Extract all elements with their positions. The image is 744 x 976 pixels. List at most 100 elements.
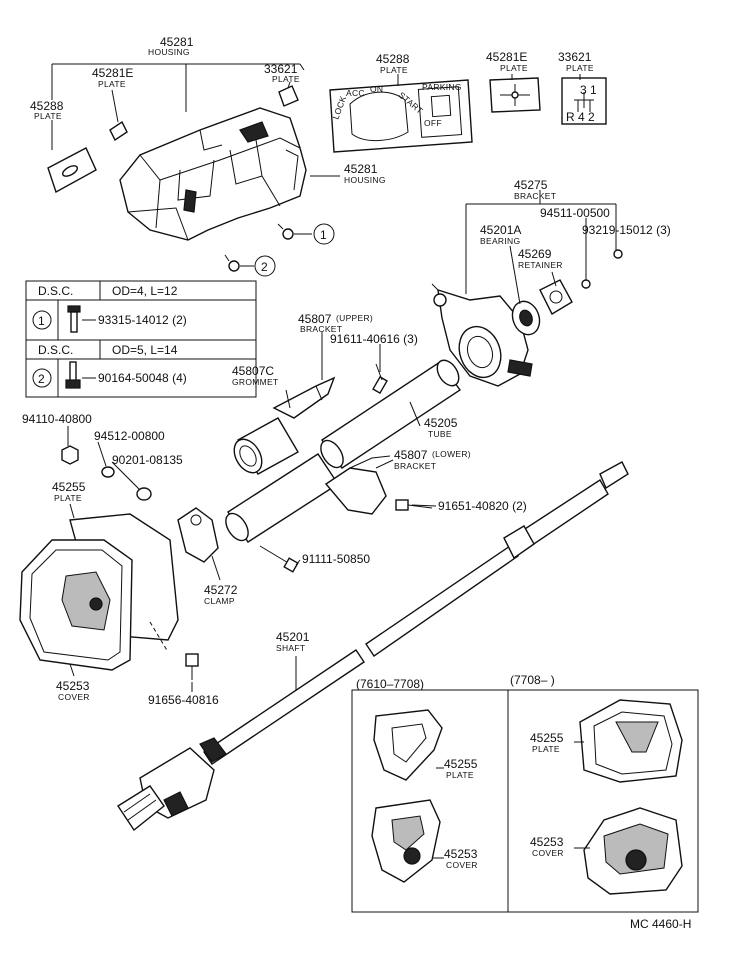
nut-94110-drawing bbox=[61, 445, 79, 465]
table-row1-dsc: D.S.C. bbox=[38, 284, 73, 298]
table-row1-part: 93315-14012 (2) bbox=[98, 313, 187, 327]
inset-plate-early-drawing bbox=[373, 709, 443, 781]
table-row1-screw-icon bbox=[67, 305, 81, 333]
bolt-91111-drawing bbox=[259, 545, 299, 573]
plate-text-on: ON bbox=[370, 84, 383, 94]
label-13-pn: 45269 bbox=[518, 247, 552, 261]
screw-93219-drawing bbox=[613, 249, 623, 259]
label-05-nm: PLATE bbox=[380, 65, 408, 75]
bolt-91611-drawing bbox=[372, 363, 388, 395]
label-18-pn: 45807 bbox=[394, 448, 428, 462]
label-16-nm: GROMMET bbox=[232, 377, 278, 387]
label-30-pn: 45253 bbox=[444, 847, 478, 861]
label-22-nm: PLATE bbox=[54, 493, 82, 503]
label-12-pn: 93219-15012 (3) bbox=[582, 223, 671, 237]
label-22-pn: 45255 bbox=[52, 480, 86, 494]
plate-33621-drawing bbox=[278, 85, 299, 107]
leader-lines bbox=[51, 63, 617, 692]
label-16-pn: 45807C bbox=[232, 364, 274, 378]
plate-45281e-top-drawing bbox=[489, 77, 541, 113]
label-06-nm: PLATE bbox=[500, 63, 528, 73]
label-31-pn: 45255 bbox=[530, 731, 564, 745]
dsc-table: D.S.C. OD=4, L=12 1 93315-14012 (2) D.S.… bbox=[25, 280, 257, 398]
washer-90201-drawing bbox=[136, 487, 152, 501]
label-08-nm: HOUSING bbox=[344, 175, 386, 185]
label-18-sfx: (LOWER) bbox=[432, 449, 471, 459]
inset-cover-late-drawing bbox=[583, 807, 683, 895]
label-14-sfx: (UPPER) bbox=[336, 313, 373, 323]
bearing-45201a-drawing bbox=[511, 300, 541, 336]
label-29-pn: 45255 bbox=[444, 757, 478, 771]
variant-inset: (7610–7708) (7708– ) bbox=[351, 673, 699, 913]
label-11-pn: 45201A bbox=[480, 223, 521, 237]
lower-bracket-45807-drawing bbox=[324, 455, 391, 515]
label-21-pn: 90201-08135 bbox=[112, 453, 183, 467]
label-26-pn: 45201 bbox=[276, 630, 310, 644]
label-07-nm: PLATE bbox=[566, 63, 594, 73]
label-15-pn: 91611-40616 (3) bbox=[330, 332, 418, 346]
screw-1-drawing bbox=[277, 223, 294, 240]
plate-45288-drawing bbox=[47, 147, 97, 194]
table-row2-spec: OD=5, L=14 bbox=[112, 343, 178, 357]
inset-plate-late-drawing bbox=[579, 699, 683, 783]
inset-cover-early-drawing bbox=[371, 799, 441, 883]
table-row2-screw-icon bbox=[65, 361, 81, 389]
bracket-45275-drawing bbox=[431, 283, 533, 387]
label-32-pn: 45253 bbox=[530, 835, 564, 849]
label-32-nm: COVER bbox=[532, 848, 564, 858]
label-06-pn: 45281E bbox=[486, 50, 527, 64]
label-04-nm: PLATE bbox=[34, 111, 62, 121]
universal-joint-drawing bbox=[117, 737, 227, 832]
screw-2-drawing bbox=[224, 254, 240, 272]
label-27-nm: COVER bbox=[58, 692, 90, 702]
label-24-pn: 91111-50850 bbox=[302, 552, 370, 566]
label-01-pn: 45281 bbox=[160, 35, 194, 49]
washer-94512-drawing bbox=[101, 466, 115, 478]
shift-plate-33621-drawing: 3 1 R 4 2 bbox=[561, 77, 607, 125]
label-26-nm: SHAFT bbox=[276, 643, 305, 653]
label-09-nm: BRACKET bbox=[514, 191, 556, 201]
label-11-nm: BEARING bbox=[480, 236, 520, 246]
label-07-pn: 33621 bbox=[558, 50, 592, 64]
label-25-nm: CLAMP bbox=[204, 596, 235, 606]
table-row2-part: 90164-50048 (4) bbox=[98, 371, 187, 385]
plate-45281e-drawing bbox=[109, 120, 128, 142]
screw-94511-drawing bbox=[581, 279, 591, 289]
label-10-pn: 94511-00500 bbox=[540, 206, 610, 220]
shift-plate-top-text: 3 1 bbox=[580, 83, 597, 97]
label-29-nm: PLATE bbox=[446, 770, 474, 780]
label-28-pn: 91656-40816 bbox=[148, 693, 219, 707]
clamp-45272-drawing bbox=[177, 507, 219, 563]
label-01-nm: HOUSING bbox=[148, 47, 190, 57]
label-13-nm: RETAINER bbox=[518, 260, 563, 270]
plate-text-acc: ACC bbox=[346, 88, 365, 98]
grommet-45807c-drawing bbox=[233, 417, 299, 475]
label-14-pn: 45807 bbox=[298, 312, 332, 326]
callout-2: 2 bbox=[254, 255, 276, 277]
label-31-nm: PLATE bbox=[532, 744, 560, 754]
table-row1-spec: OD=4, L=12 bbox=[112, 284, 178, 298]
bolt-91656-drawing bbox=[185, 653, 199, 680]
svg-text:2: 2 bbox=[261, 260, 268, 274]
cover-plate-assembly-drawing bbox=[19, 513, 179, 671]
label-09-pn: 45275 bbox=[514, 178, 548, 192]
label-08-pn: 45281 bbox=[344, 162, 378, 176]
shaft-45201-drawing bbox=[203, 461, 629, 765]
label-27-pn: 45253 bbox=[56, 679, 90, 693]
svg-text:1: 1 bbox=[320, 228, 327, 242]
shift-plate-bottom-text: R 4 2 bbox=[566, 110, 595, 124]
table-row1-ref: 1 bbox=[38, 314, 45, 328]
table-row2-dsc: D.S.C. bbox=[38, 343, 73, 357]
label-02-pn: 45281E bbox=[92, 66, 133, 80]
label-23-pn: 91651-40820 (2) bbox=[438, 499, 527, 513]
housing-45281-drawing bbox=[119, 107, 307, 241]
label-17-nm: TUBE bbox=[428, 429, 452, 439]
label-14-nm: BRACKET bbox=[300, 324, 342, 334]
inset-left-range: (7610–7708) bbox=[356, 677, 424, 691]
label-30-nm: COVER bbox=[446, 860, 478, 870]
ignition-plate-45288-drawing: LOCK ACC ON START PARKING OFF bbox=[329, 79, 473, 153]
plate-text-parking: PARKING bbox=[422, 82, 462, 92]
label-03-pn: 33621 bbox=[264, 62, 298, 76]
label-17-pn: 45205 bbox=[424, 416, 458, 430]
label-19-pn: 94110-40800 bbox=[22, 412, 92, 426]
